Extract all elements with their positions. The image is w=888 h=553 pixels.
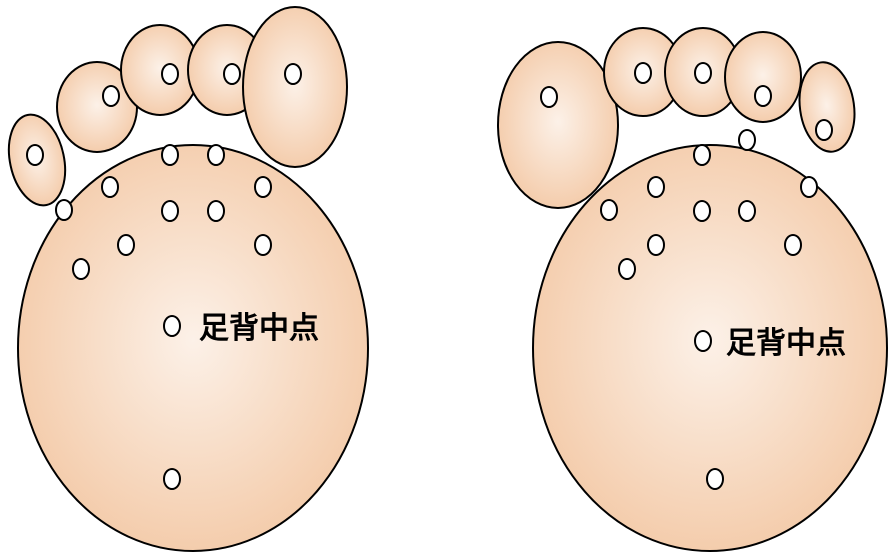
left-point <box>55 199 73 221</box>
right-dorsum-midpoint <box>694 330 712 352</box>
left-point <box>207 200 225 222</box>
left-toe-3-point <box>161 63 179 85</box>
right-toe-3-point <box>694 62 712 84</box>
right-big-toe-point <box>540 86 558 108</box>
right-point <box>618 258 636 280</box>
left-heel-point <box>163 468 181 490</box>
left-point <box>207 144 225 166</box>
left-point <box>254 234 272 256</box>
left-toe-5-point <box>26 144 44 166</box>
left-big-toe-point <box>284 63 302 85</box>
right-point <box>693 200 711 222</box>
left-foot-big-toe <box>242 6 348 168</box>
right-point <box>738 200 756 222</box>
right-foot-toe-4 <box>724 31 802 123</box>
right-point <box>693 144 711 166</box>
right-point <box>784 234 802 256</box>
right-toe-5-point <box>815 119 833 141</box>
left-point <box>117 234 135 256</box>
right-point <box>647 176 665 198</box>
left-toe-4-point <box>102 85 120 107</box>
right-point <box>738 129 756 151</box>
right-dorsum-midpoint-label: 足背中点 <box>726 326 846 361</box>
left-toe-2-point <box>223 63 241 85</box>
right-toe-2-point <box>634 62 652 84</box>
left-point <box>72 258 90 280</box>
right-foot-big-toe <box>497 41 619 209</box>
left-point <box>161 144 179 166</box>
left-point <box>101 176 119 198</box>
right-foot: 足背中点 <box>497 27 888 552</box>
left-point <box>161 200 179 222</box>
left-point <box>254 176 272 198</box>
left-dorsum-midpoint <box>163 315 181 337</box>
right-point <box>647 234 665 256</box>
right-foot-toe-5 <box>798 61 856 153</box>
right-heel-point <box>706 468 724 490</box>
left-dorsum-midpoint-label: 足背中点 <box>199 311 319 346</box>
right-point <box>600 199 618 221</box>
left-foot-sole <box>17 144 369 552</box>
right-toe-4-point <box>754 85 772 107</box>
right-point <box>800 176 818 198</box>
left-foot: 足背中点 <box>7 6 369 552</box>
